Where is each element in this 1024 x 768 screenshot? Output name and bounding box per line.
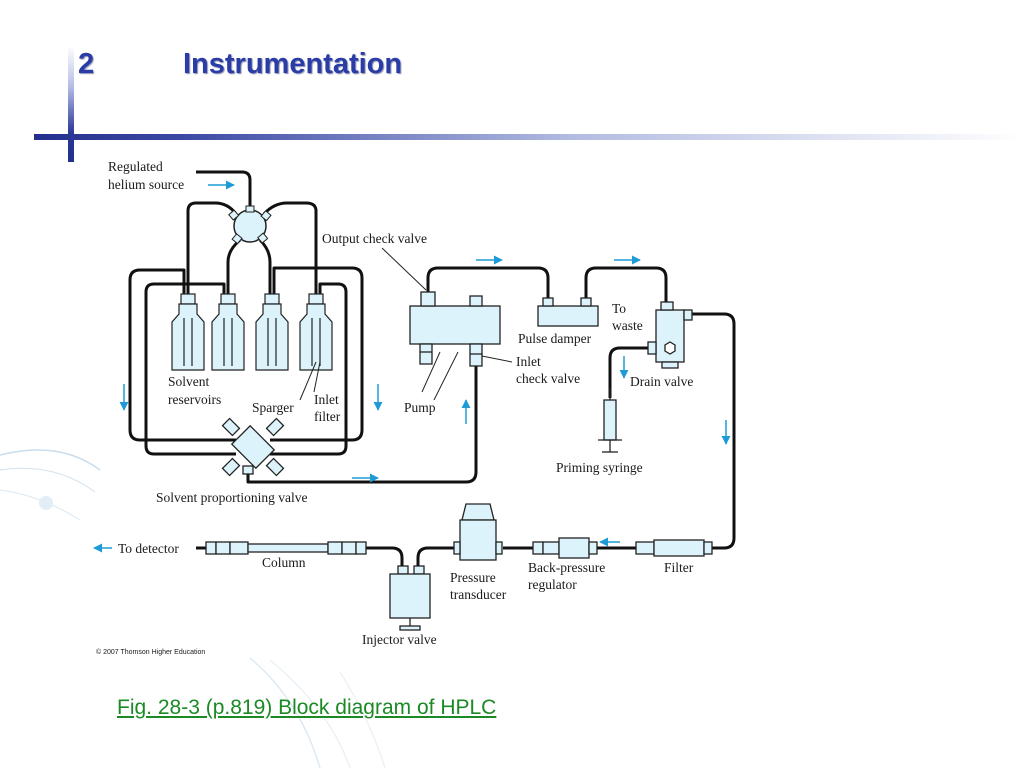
copyright-notice: © 2007 Thomson Higher Education <box>96 648 205 656</box>
label-inlet-check-valve-1: Inlet <box>516 354 541 369</box>
label-waste: waste <box>612 318 643 333</box>
label-filter-word: filter <box>314 409 341 424</box>
label-drain-valve: Drain valve <box>630 374 693 389</box>
label-back-pressure: Back-pressure <box>528 560 605 575</box>
label-pressure: Pressure <box>450 570 496 585</box>
title-underline-bar <box>34 134 1024 140</box>
label-pump: Pump <box>404 400 436 415</box>
label-priming-syringe: Priming syringe <box>556 460 643 475</box>
title-vertical-bar <box>68 46 74 162</box>
slide-number: 2 <box>78 48 95 80</box>
flow-arrows <box>93 180 731 553</box>
label-reservoirs: reservoirs <box>168 392 221 407</box>
label-output-check-valve: Output check valve <box>322 231 427 246</box>
figure-caption-link[interactable]: Fig. 28-3 (p.819) Block diagram of HPLC <box>117 696 497 719</box>
solvent-reservoir-1 <box>171 293 205 371</box>
solvent-reservoir-2 <box>211 293 245 371</box>
solvent-reservoir-4 <box>299 293 333 371</box>
slide-title: Instrumentation <box>183 48 403 80</box>
label-injector-valve: Injector valve <box>362 632 437 647</box>
label-to-detector: To detector <box>118 541 179 556</box>
helium-distributor <box>228 205 272 245</box>
tubing <box>128 170 736 568</box>
label-solvent-proportioning-valve: Solvent proportioning valve <box>156 490 307 505</box>
back-pressure-regulator <box>532 537 598 559</box>
drain-valve <box>647 301 693 369</box>
inline-filter <box>635 539 713 557</box>
solvent-reservoir-3 <box>255 293 289 371</box>
label-transducer: transducer <box>450 587 507 602</box>
leader-lines <box>299 247 513 401</box>
label-solvent: Solvent <box>168 374 210 389</box>
label-inlet-check-valve-2: check valve <box>516 371 580 386</box>
column <box>205 541 367 555</box>
label-pulse-damper: Pulse damper <box>518 331 592 346</box>
label-regulator: regulator <box>528 577 577 592</box>
label-helium-source: helium source <box>108 177 184 192</box>
pulse-damper <box>537 297 599 327</box>
injector-valve <box>389 565 431 631</box>
pump <box>409 291 501 367</box>
solvent-proportioning-valve <box>221 417 285 477</box>
label-column: Column <box>262 555 306 570</box>
pressure-transducer <box>453 503 503 561</box>
label-to: To <box>612 301 626 316</box>
priming-syringe <box>598 388 622 453</box>
label-regulated: Regulated <box>108 159 163 174</box>
label-sparger: Sparger <box>252 400 294 415</box>
label-filter: Filter <box>664 560 694 575</box>
label-inlet: Inlet <box>314 392 339 407</box>
